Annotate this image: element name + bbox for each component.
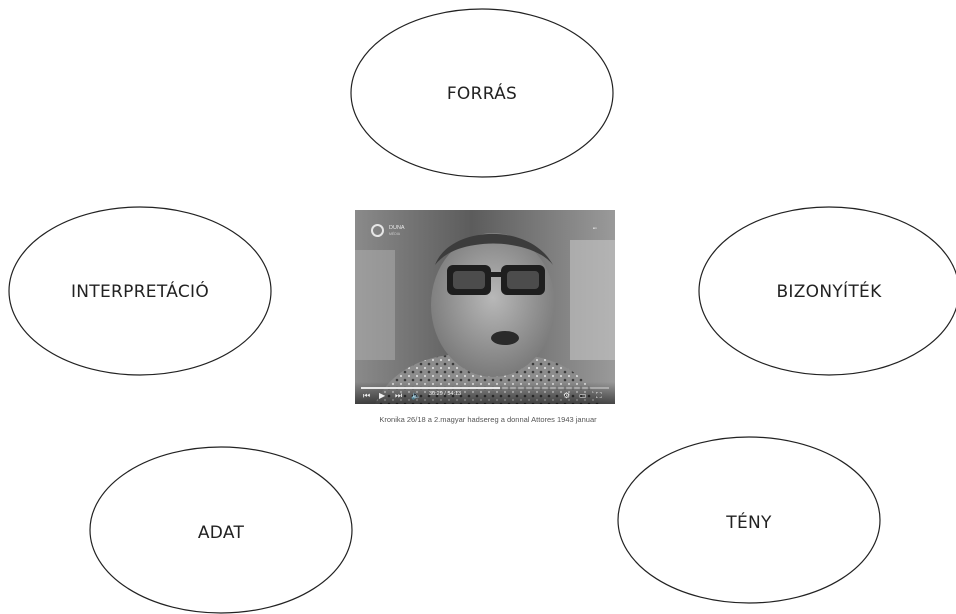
node-teny: TÉNY — [617, 436, 881, 604]
channel-logo: DUNA MÉDIA — [371, 224, 405, 237]
node-bizonyitek-label: BIZONYÍTÉK — [776, 280, 882, 302]
node-adat-label: ADAT — [198, 523, 245, 543]
corner-watermark-icon: ▪▫ — [592, 226, 597, 232]
channel-name: DUNA — [389, 224, 405, 231]
video-controls: ⏮ ▶ ⏭ 🔈 30:29 / 54:13 ⚙ ▭ ⛶ — [355, 382, 615, 404]
settings-icon[interactable]: ⚙ — [563, 391, 571, 400]
channel-sub: MÉDIA — [389, 231, 401, 236]
video-player[interactable]: DUNA MÉDIA ▪▫ ⏮ ▶ ⏭ 🔈 30:29 / 54:13 ⚙ ▭ … — [355, 210, 615, 404]
fullscreen-icon[interactable]: ⛶ — [596, 391, 602, 400]
node-interpretacio-label: INTERPRETÁCIÓ — [71, 280, 209, 302]
node-forras-label: FORRÁS — [447, 82, 517, 104]
volume-icon[interactable]: 🔈 — [411, 391, 421, 400]
channel-logo-icon — [371, 224, 384, 237]
time-display: 30:29 / 54:13 — [429, 391, 462, 397]
node-teny-label: TÉNY — [725, 511, 772, 533]
next-icon[interactable]: ⏭ — [395, 391, 403, 400]
play-icon[interactable]: ▶ — [379, 391, 386, 400]
video-caption: Kronika 26/18 a 2.magyar hadsereg a donn… — [379, 415, 597, 424]
progress-bar[interactable] — [361, 387, 609, 389]
node-forras: FORRÁS — [350, 8, 614, 178]
previous-icon[interactable]: ⏮ — [363, 391, 371, 400]
node-bizonyitek: BIZONYÍTÉK — [698, 206, 956, 376]
node-interpretacio: INTERPRETÁCIÓ — [8, 206, 272, 376]
node-adat: ADAT — [89, 446, 353, 614]
theater-mode-icon[interactable]: ▭ — [579, 391, 587, 400]
progress-fill — [361, 387, 501, 389]
video-frame-image — [355, 210, 615, 404]
